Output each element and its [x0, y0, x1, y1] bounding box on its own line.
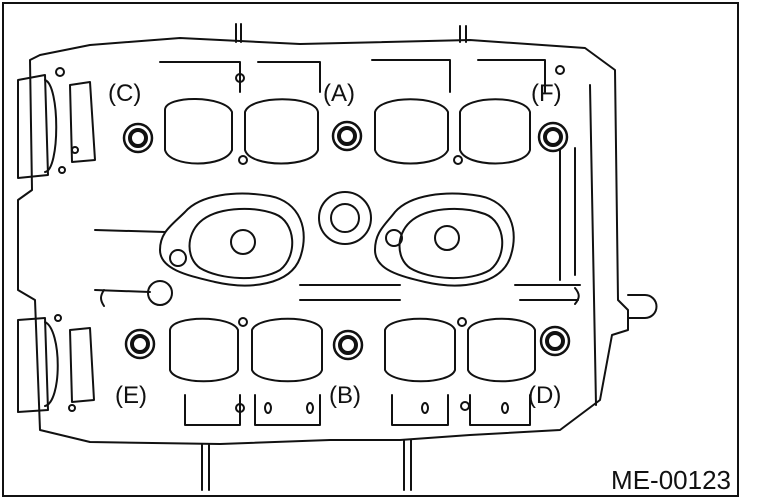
lower-port-2 [251, 317, 323, 383]
lower-port-4 [467, 317, 536, 383]
upper-port-3 [374, 98, 449, 165]
bolt-hole-c [122, 122, 154, 154]
callout-e: (E) [115, 382, 147, 409]
lower-port-3 [384, 317, 456, 383]
chamber-plate-left [159, 192, 305, 287]
lower-port-1 [169, 317, 239, 383]
callout-d: (D) [528, 382, 562, 409]
chamber-plate-right [374, 192, 515, 287]
bolt-hole-e [124, 328, 156, 360]
right-dowel [627, 294, 658, 319]
callout-c: (C) [108, 80, 142, 107]
left-end-upper [17, 74, 49, 179]
bolt-hole-b [332, 329, 364, 361]
left-end-lower [17, 317, 49, 413]
callout-a: (A) [323, 80, 355, 107]
callout-f: (F) [531, 80, 562, 107]
bolt-hole-a [331, 120, 363, 152]
callout-b: (B) [329, 382, 361, 409]
figure-id-label: ME-00123 [611, 465, 731, 495]
bolt-holes [122, 120, 571, 361]
upper-port-4 [459, 98, 531, 165]
upper-port-2 [244, 98, 319, 165]
head-outline [17, 37, 629, 445]
bolt-hole-d [539, 325, 571, 357]
center-boss [318, 191, 372, 245]
bolt-hole-f [537, 121, 569, 153]
upper-port-1 [164, 98, 233, 165]
